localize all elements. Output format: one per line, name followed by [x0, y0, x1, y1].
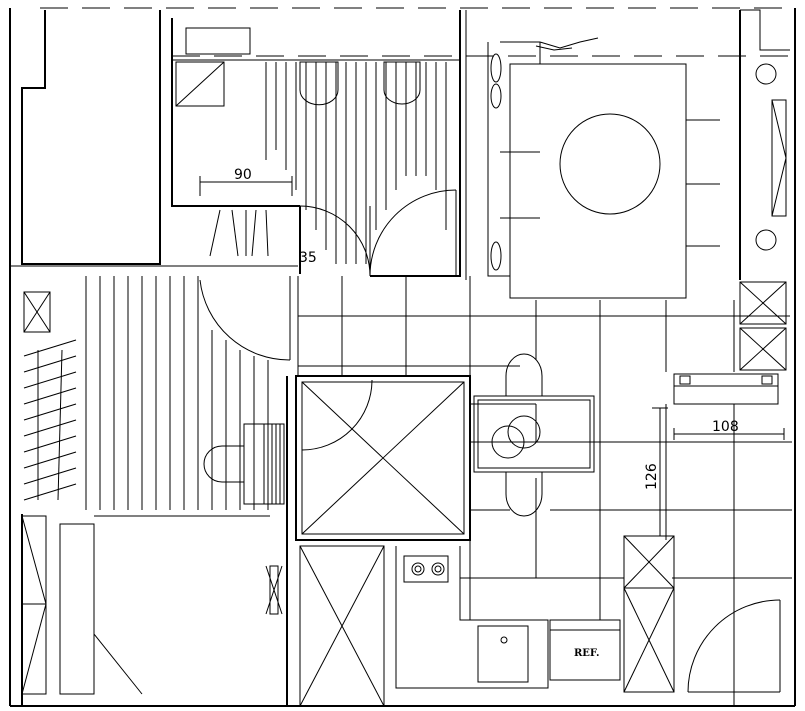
floor-tile-grid [297, 276, 792, 706]
shower [295, 375, 471, 541]
corridor-door [199, 276, 291, 361]
kitchen [395, 546, 549, 689]
dimension-label-90: 90 [234, 167, 252, 183]
corridor-floor-lines [85, 276, 269, 510]
bathroom-doors: 35 [299, 189, 457, 277]
interior-walls [10, 9, 790, 706]
wardrobe-hangers [209, 209, 269, 257]
toilets [299, 61, 421, 106]
bathroom-floor-lines [265, 62, 447, 264]
counter: 108 [673, 373, 785, 440]
refrigerator: REF. [549, 619, 621, 681]
bedroom-bottom [21, 515, 283, 695]
bed [175, 27, 251, 107]
outer-walls [9, 7, 796, 707]
washbasin [203, 423, 285, 505]
dimension-90: 90 [199, 167, 293, 196]
dimension-126: 126 [644, 407, 668, 537]
dining-table-round [487, 37, 720, 299]
refrigerator-label: REF. [574, 648, 600, 659]
dimension-label-126: 126 [644, 463, 660, 490]
storage-boxes-right [739, 281, 787, 371]
tall-cabinets [623, 535, 675, 693]
dimension-label-35: 35 [299, 250, 317, 266]
entrance-door [687, 599, 781, 693]
closet-cabinet [299, 545, 385, 707]
dining-table-square [473, 353, 595, 517]
closet-left [23, 291, 77, 501]
dimension-label-108: 108 [712, 419, 739, 435]
right-wall-fixtures [755, 63, 787, 251]
